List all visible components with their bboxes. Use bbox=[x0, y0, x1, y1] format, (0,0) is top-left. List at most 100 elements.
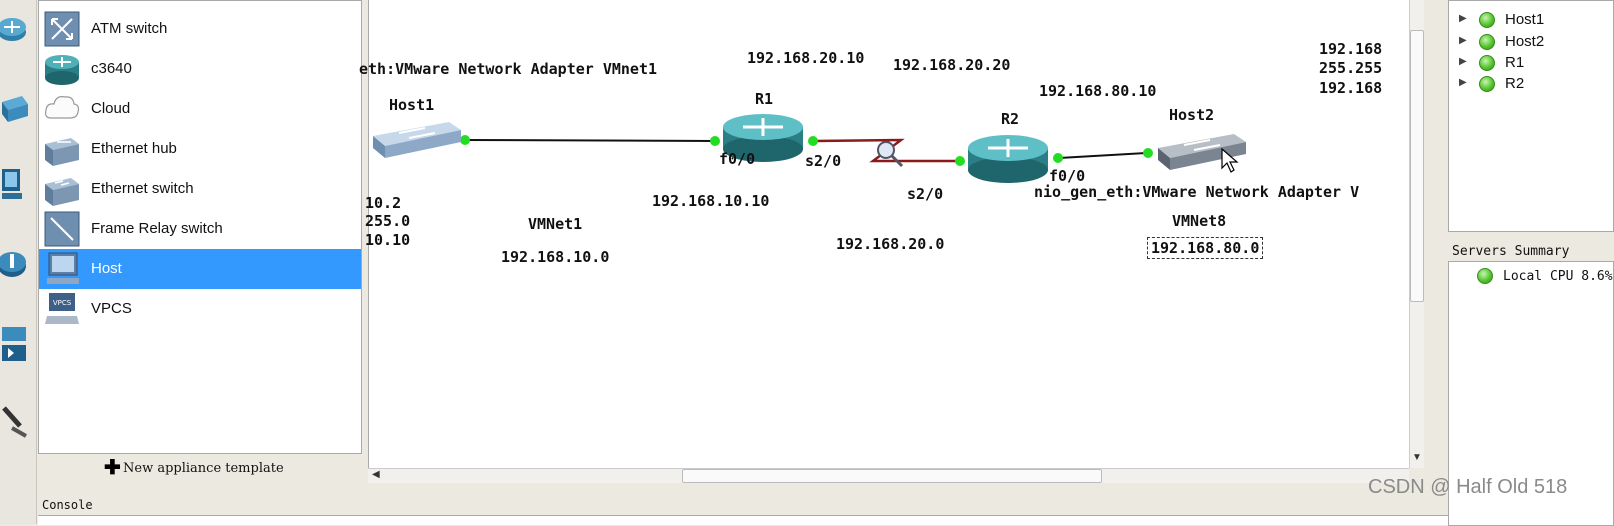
devices-panel: ATM switch c3640 Cloud Ethernet hub Ethe… bbox=[38, 0, 362, 454]
all-devices-icon bbox=[2, 327, 26, 361]
servers-summary-panel: Local CPU 8.6% bbox=[1448, 261, 1614, 526]
expand-arrow-icon[interactable]: ▶ bbox=[1459, 77, 1467, 88]
canvas-note[interactable]: 192.168.20.0 bbox=[836, 235, 945, 253]
plus-icon: ✚ bbox=[104, 457, 121, 479]
canvas-note[interactable]: 192.168.20.20 bbox=[893, 56, 1011, 74]
browse-switches-button[interactable] bbox=[2, 88, 32, 128]
canvas-note[interactable]: 10.10 bbox=[365, 231, 411, 249]
status-started-icon bbox=[1479, 76, 1495, 92]
node-r2[interactable] bbox=[966, 134, 1050, 186]
node-label-host2[interactable]: Host2 bbox=[1169, 106, 1215, 124]
node-r1[interactable] bbox=[721, 113, 805, 165]
canvas-note[interactable]: 192.168 bbox=[1319, 40, 1383, 58]
canvas-note-selected[interactable]: 192.168.80.0 bbox=[1147, 237, 1264, 259]
console-area[interactable] bbox=[38, 515, 1612, 525]
browse-end-devices-button[interactable] bbox=[2, 165, 32, 205]
firewall-icon bbox=[0, 252, 26, 277]
device-item-atm-switch[interactable]: ATM switch bbox=[39, 9, 361, 49]
canvas-note[interactable]: 192.168.10.10 bbox=[652, 192, 770, 210]
port-status-dot bbox=[460, 135, 470, 145]
browse-all-devices-button[interactable] bbox=[2, 325, 32, 365]
device-item-vpcs[interactable]: VPCS VPCS bbox=[39, 289, 361, 329]
vertical-scroll-thumb[interactable] bbox=[1410, 30, 1424, 302]
switch-icon bbox=[2, 96, 28, 122]
status-started-icon bbox=[1479, 34, 1495, 50]
link-host1-r1[interactable] bbox=[462, 139, 718, 142]
topology-item-r1[interactable]: ▶ R1 bbox=[1449, 52, 1613, 73]
expand-arrow-icon[interactable]: ▶ bbox=[1459, 56, 1467, 67]
cloud-icon bbox=[44, 96, 80, 119]
device-label: Ethernet hub bbox=[91, 140, 177, 157]
topology-item-label: Host1 bbox=[1505, 11, 1545, 28]
topology-links bbox=[460, 135, 1153, 168]
device-label: VPCS bbox=[91, 300, 132, 317]
port-status-dot bbox=[710, 136, 720, 146]
device-label: Cloud bbox=[91, 100, 131, 117]
device-item-frame-relay-switch[interactable]: Frame Relay switch bbox=[39, 209, 361, 249]
canvas-note[interactable]: 192.168.10.0 bbox=[501, 248, 610, 266]
server-item-local[interactable]: Local CPU 8.6% bbox=[1449, 266, 1613, 286]
node-label-r2[interactable]: R2 bbox=[1001, 110, 1020, 128]
topology-item-host2[interactable]: ▶ Host2 bbox=[1449, 31, 1613, 52]
topology-item-host1[interactable]: ▶ Host1 bbox=[1449, 9, 1613, 30]
new-appliance-template-label: New appliance template bbox=[123, 461, 284, 476]
router-icon bbox=[0, 18, 26, 41]
device-item-ethernet-hub[interactable]: Ethernet hub bbox=[39, 129, 361, 169]
device-item-ethernet-switch[interactable]: Ethernet switch bbox=[39, 169, 361, 209]
port-status-dot bbox=[1053, 153, 1063, 163]
server-label: Local CPU 8.6% bbox=[1503, 269, 1613, 284]
server-status-icon bbox=[1477, 268, 1493, 284]
port-status-dot bbox=[1143, 148, 1153, 158]
ethernet-switch-icon bbox=[45, 178, 79, 206]
topology-item-label: R1 bbox=[1505, 54, 1525, 71]
add-link-button[interactable] bbox=[2, 400, 32, 440]
link-r2-host2[interactable] bbox=[1058, 152, 1148, 159]
canvas-note[interactable]: VMNet8 bbox=[1172, 212, 1227, 230]
expand-arrow-icon[interactable]: ▶ bbox=[1459, 35, 1467, 46]
canvas-note[interactable]: nio_gen_eth:VMware Network Adapter V bbox=[1034, 183, 1360, 201]
browse-security-devices-button[interactable] bbox=[0, 244, 32, 284]
expand-arrow-icon[interactable]: ▶ bbox=[1459, 13, 1467, 24]
canvas-note[interactable]: 192.168.20.10 bbox=[747, 49, 865, 67]
host-icon bbox=[47, 252, 79, 284]
topology-item-label: Host2 bbox=[1505, 33, 1545, 50]
device-label: ATM switch bbox=[91, 20, 168, 37]
new-appliance-template-button[interactable]: ✚ New appliance template bbox=[38, 456, 360, 482]
device-label: Ethernet switch bbox=[91, 180, 194, 197]
topology-canvas[interactable]: Host1 R1 R2 Host2 eth:VMware Network Ada… bbox=[359, 0, 1410, 468]
browse-routers-button[interactable] bbox=[0, 8, 32, 48]
console-label: Console bbox=[42, 498, 93, 512]
canvas-note[interactable]: 255.255 bbox=[1319, 59, 1383, 77]
horizontal-scroll-thumb[interactable] bbox=[682, 469, 1102, 483]
device-type-toolbar bbox=[0, 0, 37, 524]
device-label: c3640 bbox=[91, 60, 132, 77]
port-status-dot bbox=[955, 156, 965, 166]
node-label-r1[interactable]: R1 bbox=[755, 90, 774, 108]
computer-icon bbox=[2, 169, 22, 199]
canvas-note[interactable]: eth:VMware Network Adapter VMnet1 bbox=[359, 60, 658, 78]
node-host1[interactable] bbox=[369, 118, 463, 162]
atm-switch-icon bbox=[44, 11, 80, 47]
canvas-note[interactable]: 192.168 bbox=[1319, 79, 1383, 97]
node-label-host1[interactable]: Host1 bbox=[389, 96, 435, 114]
device-item-c3640[interactable]: c3640 bbox=[39, 49, 361, 89]
device-item-cloud[interactable]: Cloud bbox=[39, 89, 361, 129]
canvas-note[interactable]: 10.2 bbox=[365, 194, 402, 212]
topology-item-label: R2 bbox=[1505, 75, 1525, 92]
topology-item-r2[interactable]: ▶ R2 bbox=[1449, 73, 1613, 94]
router-icon bbox=[45, 55, 79, 85]
vpcs-icon: VPCS bbox=[45, 293, 79, 324]
port-label: f0/0 bbox=[1049, 167, 1086, 185]
node-host2[interactable] bbox=[1154, 130, 1248, 174]
device-item-host[interactable]: Host bbox=[39, 249, 361, 289]
port-label: f0/0 bbox=[719, 150, 756, 168]
topology-summary-panel: ▶ Host1 ▶ Host2 ▶ R1 ▶ R2 bbox=[1448, 0, 1614, 232]
status-started-icon bbox=[1479, 12, 1495, 28]
port-status-dot bbox=[808, 136, 818, 146]
canvas-note[interactable]: 192.168.80.10 bbox=[1039, 82, 1157, 100]
canvas-note[interactable]: 255.0 bbox=[365, 212, 411, 230]
scroll-left-icon[interactable]: ◀ bbox=[372, 469, 380, 480]
scroll-down-icon[interactable]: ▼ bbox=[1412, 452, 1422, 463]
capture-magnifier-icon[interactable] bbox=[877, 141, 904, 168]
canvas-note[interactable]: VMNet1 bbox=[528, 215, 583, 233]
